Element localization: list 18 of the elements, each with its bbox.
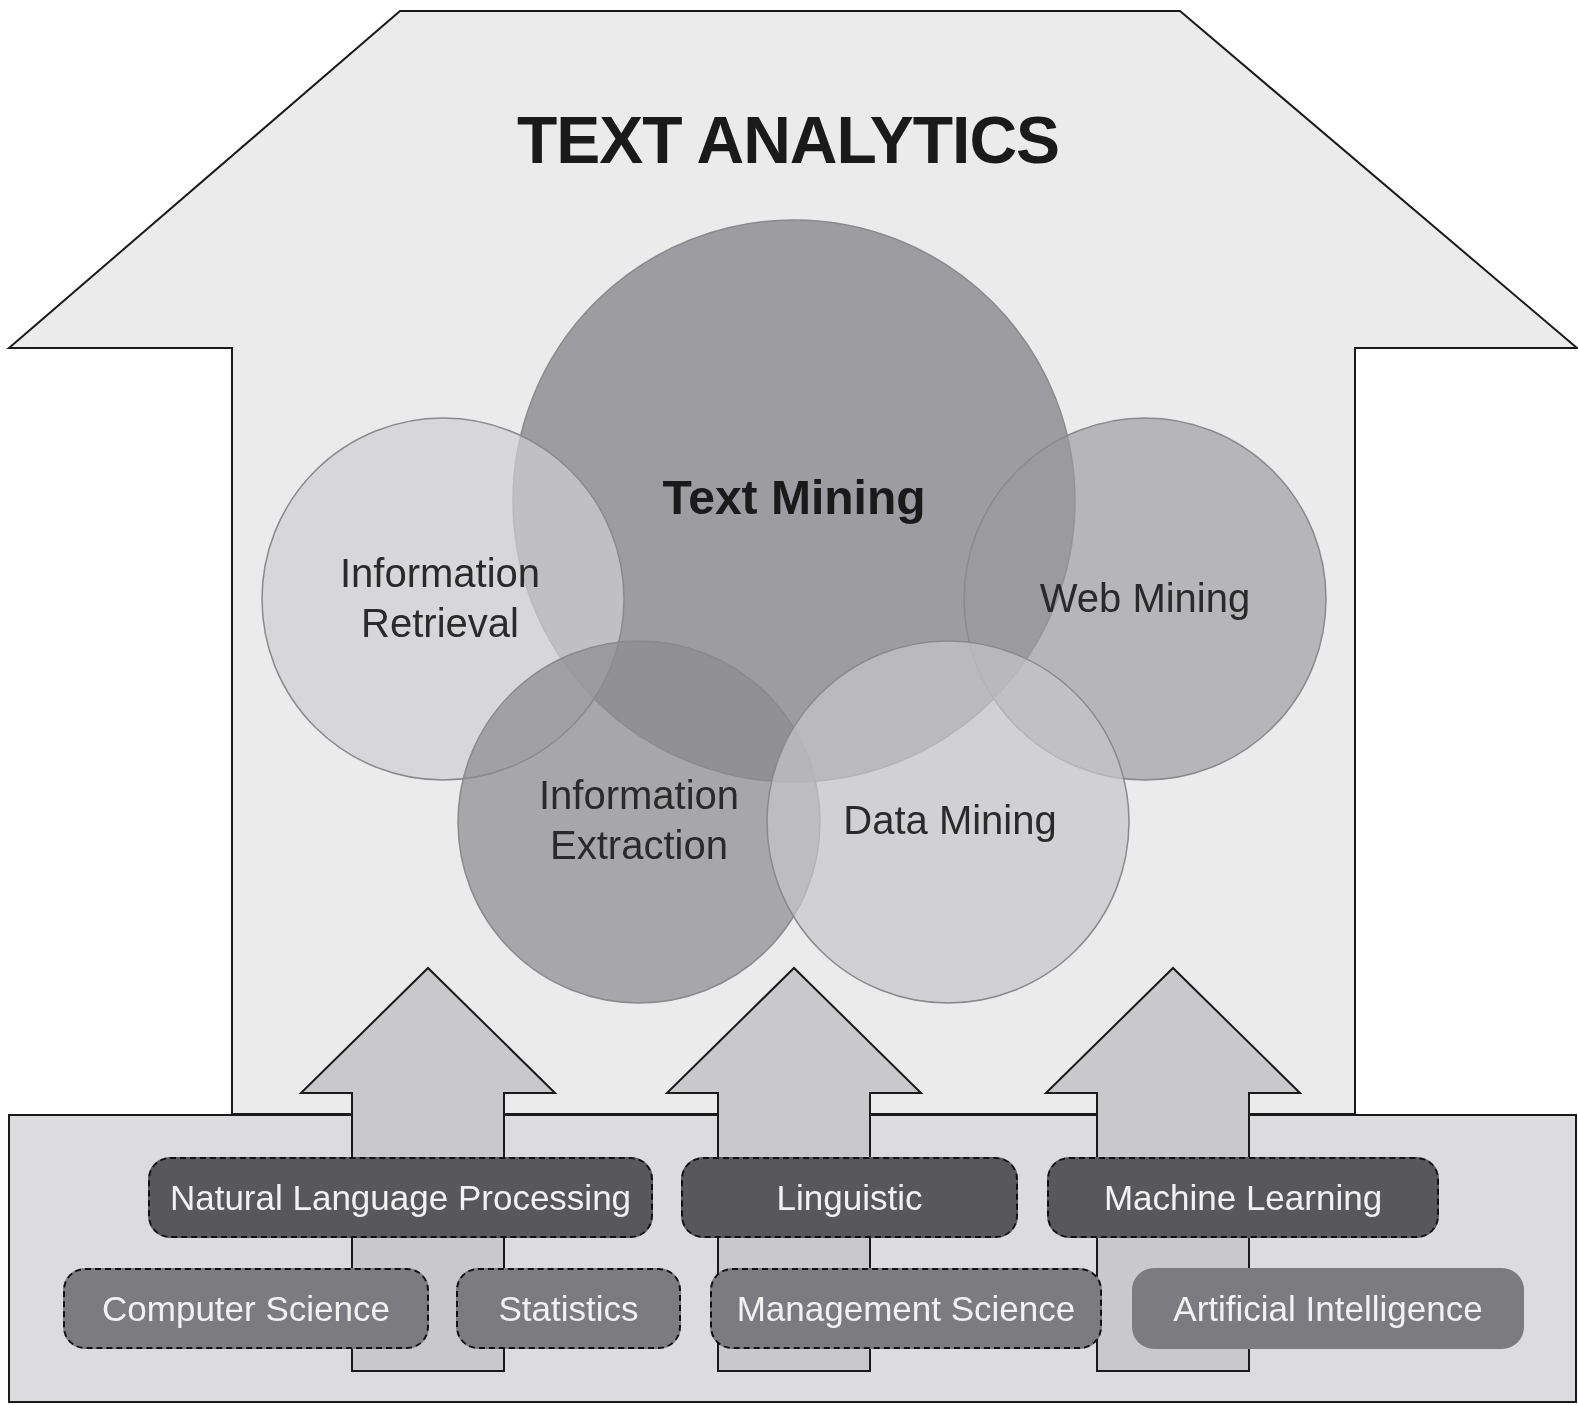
- circle-label: Information Extraction: [537, 772, 741, 869]
- block-arrow: [298, 966, 558, 1372]
- discipline-pill: Natural Language Processing: [148, 1157, 653, 1238]
- discipline-pill: Artificial Intelligence: [1132, 1268, 1524, 1349]
- discipline-pill: Management Science: [710, 1268, 1102, 1349]
- circle-label: Web Mining: [1038, 575, 1252, 622]
- discipline-pill: Machine Learning: [1047, 1157, 1439, 1238]
- venn-circle: [766, 640, 1130, 1004]
- block-arrow: [1043, 966, 1303, 1372]
- house-shape: [8, 10, 1578, 1114]
- circle-label: Text Mining: [661, 470, 927, 526]
- circle-label: Data Mining: [842, 797, 1058, 844]
- discipline-pill: Computer Science: [63, 1268, 429, 1349]
- house-label: TEXT ANALYTICS: [515, 102, 1061, 179]
- circle-label: Information Retrieval: [338, 550, 542, 647]
- discipline-pill: Statistics: [456, 1268, 681, 1349]
- block-arrow: [664, 966, 924, 1372]
- discipline-pill: Linguistic: [681, 1157, 1018, 1238]
